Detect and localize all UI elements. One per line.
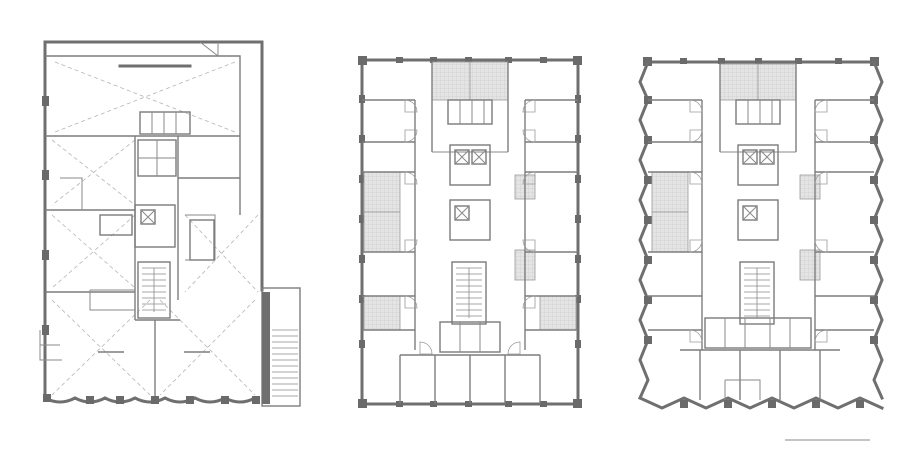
plan2-tiled-rooms bbox=[363, 61, 577, 331]
plan3-tiled-rooms bbox=[651, 63, 821, 281]
plan-typical-floor bbox=[358, 56, 582, 408]
plan3-right-bay-facade bbox=[872, 60, 884, 400]
plan1-corner-marker bbox=[199, 41, 219, 58]
plan3-left-bay-facade bbox=[638, 60, 650, 400]
plan-upper-floor-bay-windows bbox=[638, 57, 884, 441]
plan3-stair bbox=[744, 267, 770, 318]
plan2-columns bbox=[358, 56, 582, 408]
plan1-side-columns bbox=[42, 96, 49, 335]
plan2-core bbox=[439, 99, 501, 353]
plan1-external-stair bbox=[261, 287, 301, 407]
plan-ground-floor bbox=[39, 40, 301, 407]
plan1-outer-wall-top-right bbox=[43, 40, 264, 292]
plan1-core bbox=[99, 204, 215, 319]
plan1-partitions bbox=[45, 135, 240, 398]
plan3-bottom-bay-facade bbox=[638, 396, 884, 410]
plan3-doors bbox=[689, 99, 828, 343]
plan3-core bbox=[704, 99, 812, 349]
plan2-doors bbox=[404, 99, 536, 355]
plan1-room-diagonals bbox=[51, 61, 259, 396]
plan1-entry-vestibule bbox=[39, 330, 62, 361]
plan1-bottom-columns bbox=[43, 394, 260, 404]
plan1-wc-block bbox=[137, 111, 191, 177]
plan1-inner-wall bbox=[45, 55, 241, 215]
plan2-stair bbox=[456, 267, 482, 318]
plan1-stair bbox=[142, 267, 166, 312]
plan3-partitions bbox=[648, 64, 874, 400]
